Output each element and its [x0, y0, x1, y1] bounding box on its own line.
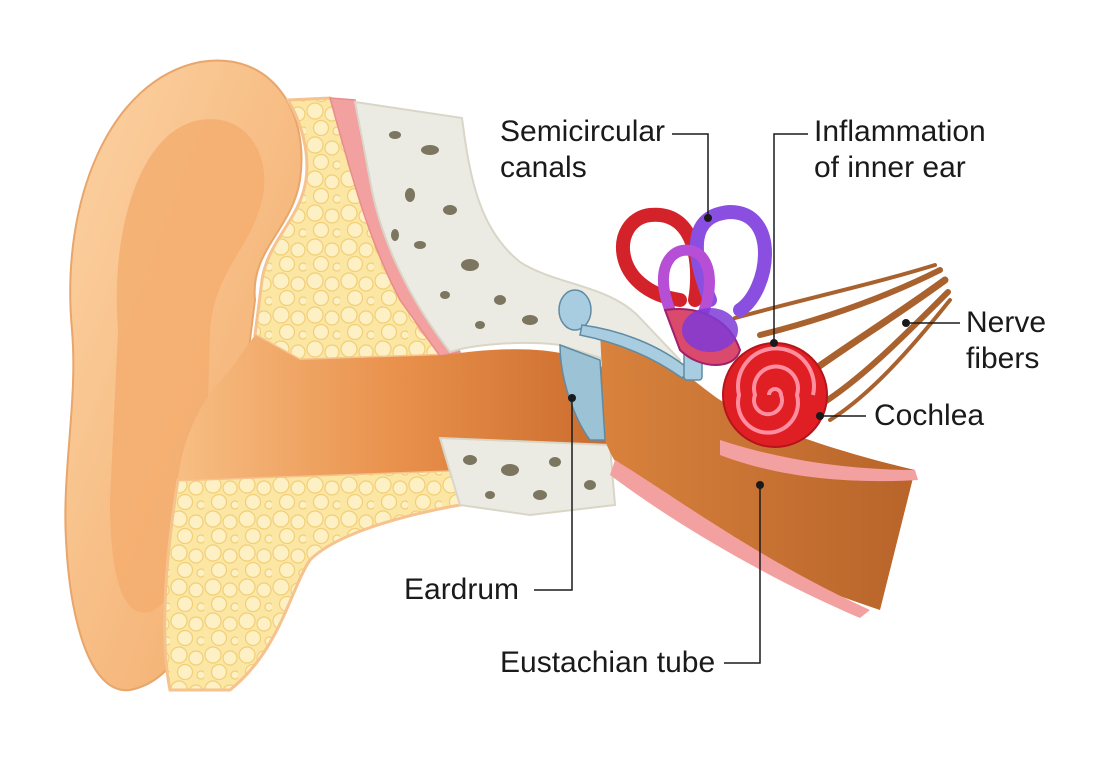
- leader-dot-nerve: [902, 319, 910, 327]
- leader-dot-cochlea: [816, 412, 824, 420]
- label-inflammation: Inflammation of inner ear: [814, 114, 986, 186]
- label-nerve-line2: fibers: [966, 341, 1046, 377]
- temporal-bone-lower: [440, 438, 615, 515]
- label-eustachian-text: Eustachian tube: [500, 645, 715, 681]
- label-semicircular-line1: Semicircular: [500, 114, 665, 150]
- label-eardrum: Eardrum: [404, 572, 519, 608]
- leader-semicircular: [672, 134, 708, 218]
- label-semicircular-line2: canals: [500, 150, 665, 186]
- leader-dot-semicircular: [704, 214, 712, 222]
- label-nerve-line1: Nerve: [966, 305, 1046, 341]
- leader-dot-eardrum: [568, 394, 576, 402]
- leader-dot-eustachian: [756, 481, 764, 489]
- cochlea: [723, 343, 827, 447]
- label-cochlea: Cochlea: [874, 398, 984, 434]
- label-nerve-fibers: Nerve fibers: [966, 305, 1046, 377]
- leader-dot-inflammation: [770, 339, 778, 347]
- label-semicircular-canals: Semicircular canals: [500, 114, 665, 186]
- label-inflammation-line1: Inflammation: [814, 114, 986, 150]
- label-inflammation-line2: of inner ear: [814, 150, 986, 186]
- label-eustachian-tube: Eustachian tube: [500, 645, 715, 681]
- leader-inflammation: [774, 134, 808, 343]
- label-eardrum-text: Eardrum: [404, 572, 519, 608]
- label-cochlea-text: Cochlea: [874, 398, 984, 434]
